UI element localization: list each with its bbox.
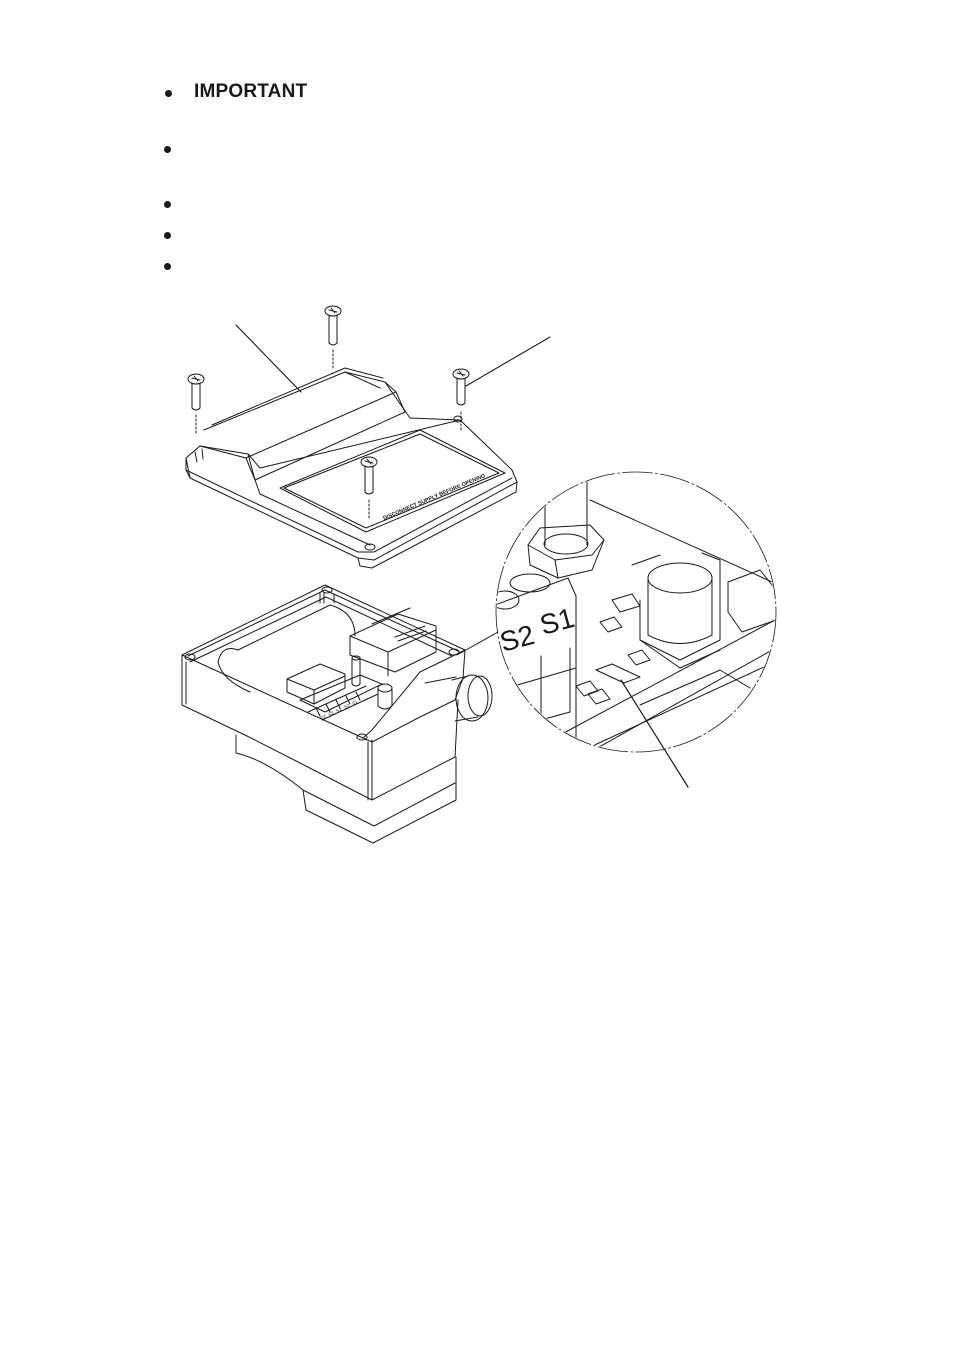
bullet-dot [165, 90, 172, 97]
screw-top [324, 305, 342, 369]
cover-lid: DISCONNECT SUPPLY BEFORE OPENING [185, 367, 518, 569]
detail-inset: S2 S1 [495, 471, 777, 753]
bullet-dot [164, 146, 171, 153]
important-heading: IMPORTANT [194, 81, 308, 102]
screw-center [360, 456, 378, 521]
svg-text:S2 S3 S3: S2 S3 S3 S2 S1 [319, 699, 358, 721]
terminal-label: S3 [327, 710, 335, 717]
screw-leader [465, 336, 551, 387]
cover-warning-label: DISCONNECT SUPPLY BEFORE OPENING [382, 473, 486, 522]
inset-connector-leader [456, 631, 499, 656]
terminal-label-s2: S2 [497, 619, 538, 658]
terminal-label: S3 [335, 706, 343, 713]
cover-leader [235, 324, 302, 393]
terminal-label-s1: S1 [537, 602, 578, 641]
exploded-assembly-figure: DISCONNECT SUPPLY BEFORE OPENING [181, 305, 777, 844]
component-leader [620, 679, 689, 788]
terminal-label: S2 [319, 714, 327, 721]
terminal-label: S1 [351, 699, 359, 706]
bullet-dot [164, 232, 171, 239]
enclosure-base: S2 S3 S3 S2 S1 [181, 584, 493, 844]
bullet-dot [164, 201, 171, 208]
screw-right [452, 368, 470, 431]
bullet-dot [164, 263, 171, 270]
screw-left [187, 373, 205, 436]
terminal-label: S2 [343, 703, 351, 710]
